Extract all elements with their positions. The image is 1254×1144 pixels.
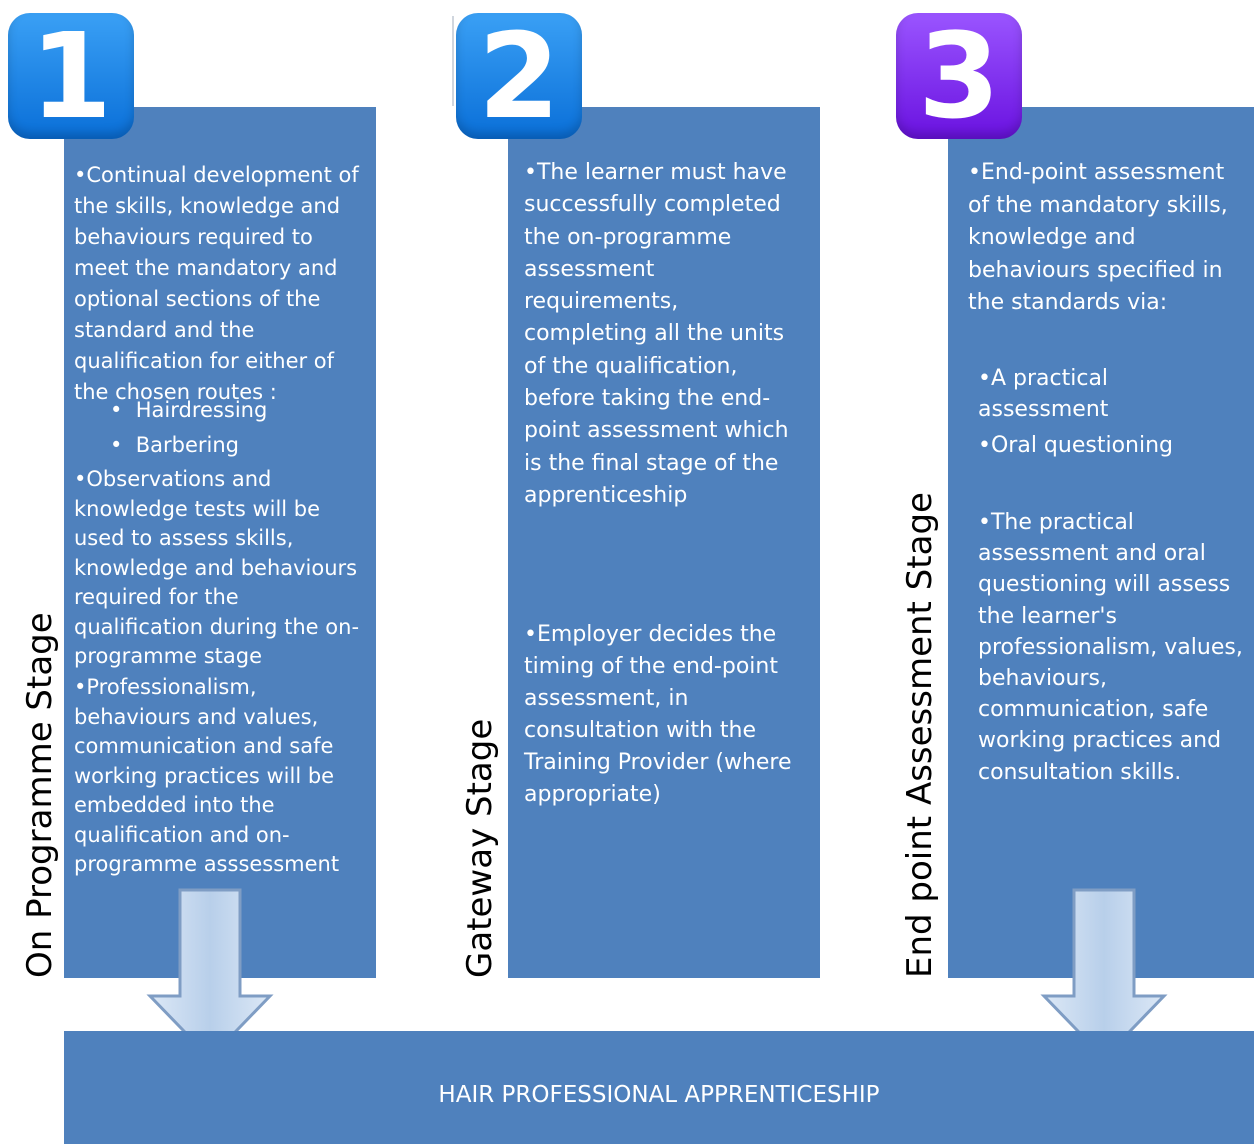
down-arrow-icon — [1040, 888, 1168, 1060]
stage-2-bullet-2: Employer decides the timing of the end-p… — [524, 619, 806, 811]
stage-3-panel: End-point assessment of the mandatory sk… — [948, 107, 1254, 978]
stage-3-label: End point Assessment Stage — [900, 492, 940, 978]
stage-1-bullet-3: Professionalism, behaviours and values, … — [74, 673, 369, 880]
stage-3-bullet-1: End-point assessment of the mandatory sk… — [968, 157, 1252, 320]
stage-1-bullet-2: Observations and knowledge tests will be… — [74, 465, 369, 672]
route-item-hairdressing: Hairdressing — [84, 395, 364, 426]
bullet-text: Employer decides the timing of the end-p… — [524, 619, 806, 811]
stage-1-label: On Programme Stage — [20, 612, 60, 978]
banner-title: HAIR PROFESSIONAL APPRENTICESHIP — [438, 1082, 880, 1108]
route-item-barbering: Barbering — [84, 430, 364, 461]
stage-3-bullet-4: The practical assessment and oral questi… — [978, 507, 1252, 788]
down-arrow-icon — [146, 888, 274, 1060]
stage-1-panel: Continual development of the skills, kno… — [64, 107, 376, 978]
apprenticeship-banner: HAIR PROFESSIONAL APPRENTICESHIP — [64, 1031, 1254, 1144]
stage-3-bullet-2: A practical assessment — [978, 363, 1238, 425]
bullet-text: End-point assessment of the mandatory sk… — [968, 157, 1252, 320]
bullet-text: The learner must have successfully compl… — [524, 157, 800, 512]
stage-2-label: Gateway Stage — [460, 718, 500, 978]
route-list: Hairdressing Barbering — [84, 395, 364, 461]
stage-3-number-badge: 3 — [896, 13, 1022, 139]
bullet-text: The practical assessment and oral questi… — [978, 507, 1252, 788]
stage-1-number-badge: 1 — [8, 13, 134, 139]
stage-2-panel: The learner must have successfully compl… — [508, 107, 820, 978]
bullet-text: Professionalism, behaviours and values, … — [74, 673, 369, 880]
stage-2-number-badge: 2 — [456, 13, 582, 139]
stage-2-bullet-1: The learner must have successfully compl… — [524, 157, 800, 512]
divider-line — [452, 16, 454, 106]
bullet-text: A practical assessment — [978, 363, 1238, 425]
stage-1-bullet-1: Continual development of the skills, kno… — [74, 160, 369, 408]
stage-3-bullet-3: Oral questioning — [978, 430, 1238, 461]
bullet-text: Continual development of the skills, kno… — [74, 160, 369, 408]
bullet-text: Oral questioning — [978, 430, 1238, 461]
bullet-text: Observations and knowledge tests will be… — [74, 465, 369, 672]
